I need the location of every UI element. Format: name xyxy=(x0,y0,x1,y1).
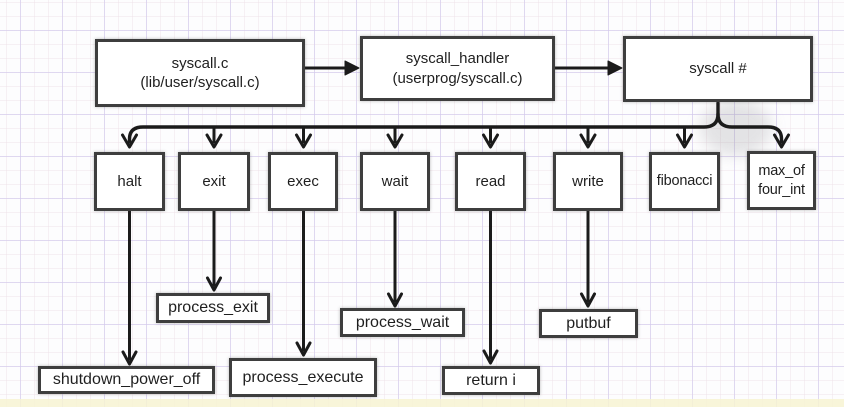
chevron-maxoffourint xyxy=(773,133,790,149)
node-syscall-number: syscall # xyxy=(623,36,813,102)
chevron-processexit xyxy=(206,276,222,292)
chevron-returni xyxy=(482,349,499,365)
chevron-halt xyxy=(121,133,138,149)
trunk-left xyxy=(127,101,720,144)
node-exit: exit xyxy=(178,152,250,211)
node-putbuf: putbuf xyxy=(539,309,638,338)
arrowhead-into-handler xyxy=(344,60,360,76)
node-read: read xyxy=(455,152,526,211)
node-syscall-c: syscall.c (lib/user/syscall.c) xyxy=(95,39,305,107)
chevron-exec xyxy=(295,133,312,149)
arrowhead-into-syscallnum xyxy=(607,60,623,76)
bottom-strip xyxy=(0,399,844,407)
node-exec: exec xyxy=(268,152,338,211)
node-write: write xyxy=(553,152,623,211)
node-process-wait: process_wait xyxy=(340,308,465,337)
node-syscall-handler: syscall_handler (userprog/syscall.c) xyxy=(360,36,555,101)
chevron-processexecute xyxy=(295,341,312,357)
node-max-of-four-int: max_of four_int xyxy=(747,151,816,210)
node-halt: halt xyxy=(94,152,165,211)
node-fibonacci: fibonacci xyxy=(649,152,720,211)
chevron-shutdown xyxy=(121,350,138,366)
chevron-processwait xyxy=(387,292,403,308)
trunk-right xyxy=(716,112,784,144)
node-wait: wait xyxy=(360,152,430,211)
node-process-execute: process_execute xyxy=(229,358,377,397)
node-return-i: return i xyxy=(442,366,540,395)
chevron-fibonacci xyxy=(676,133,693,149)
chevron-exit xyxy=(205,133,223,149)
node-process-exit: process_exit xyxy=(156,293,270,323)
node-shutdown-power-off: shutdown_power_off xyxy=(38,366,215,394)
chevron-wait xyxy=(386,133,404,149)
chevron-putbuf xyxy=(580,292,596,308)
chevron-read xyxy=(482,133,499,149)
chevron-write xyxy=(579,133,597,149)
